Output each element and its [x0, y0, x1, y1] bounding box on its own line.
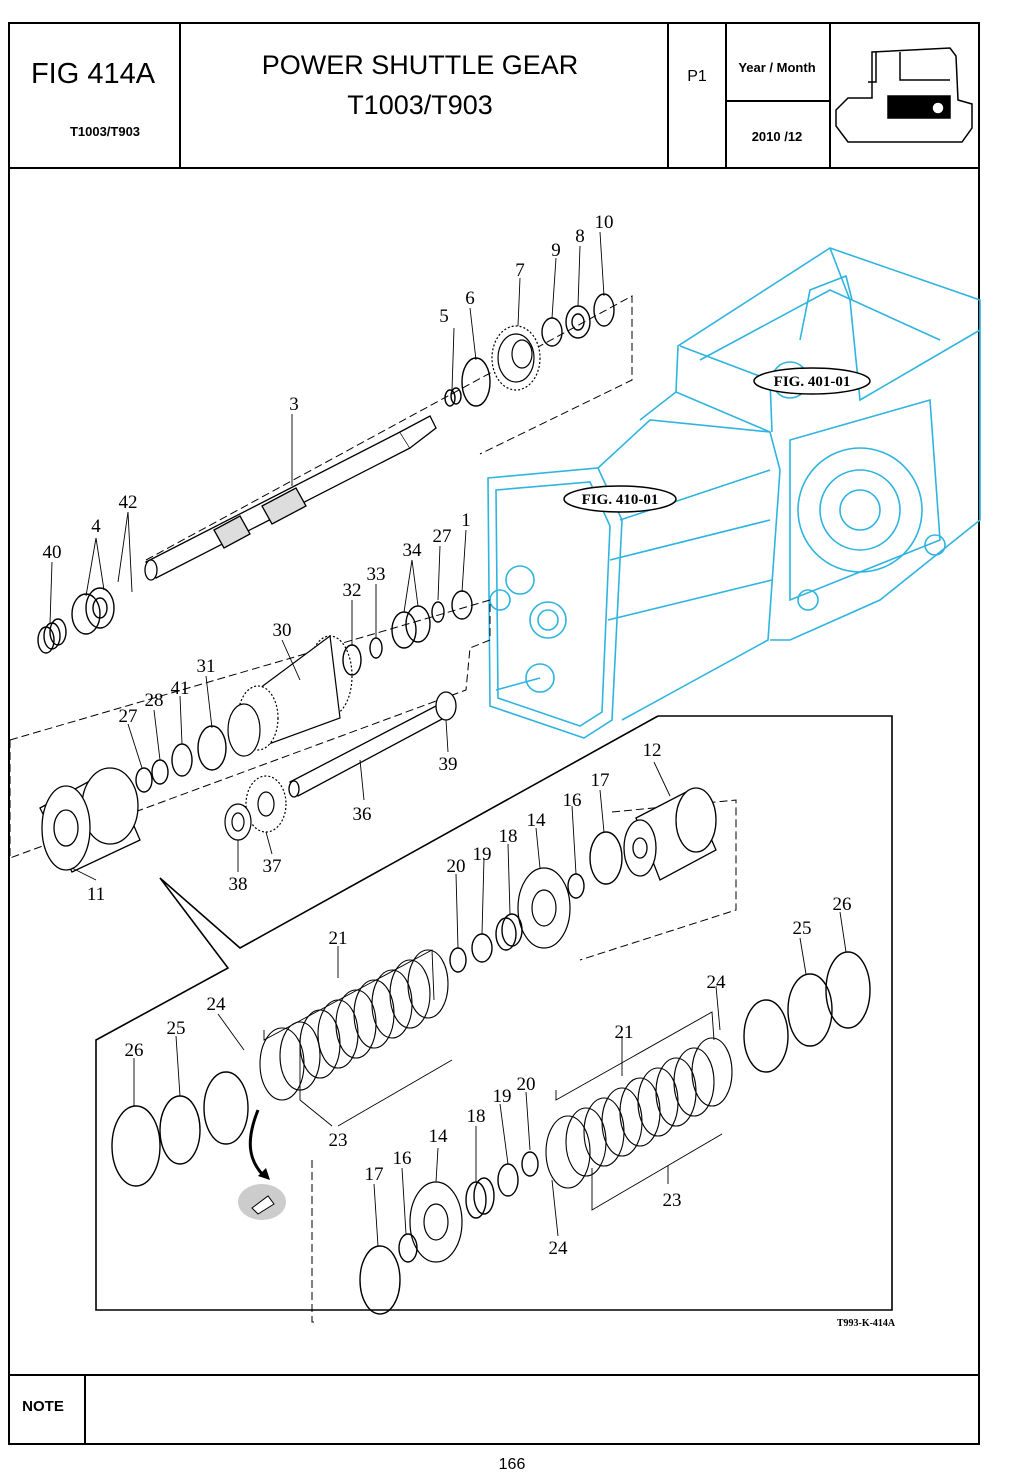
callout-31: 31: [197, 656, 216, 677]
callout-34: 34: [403, 540, 423, 561]
callout-24-lower: 24: [549, 1238, 569, 1259]
plug-detail: [238, 1109, 286, 1220]
drawing-sheet: [8, 22, 980, 1445]
callout-24-upper-left: 24: [207, 994, 227, 1015]
callout-30: 30: [273, 620, 292, 641]
callout-11: 11: [87, 884, 105, 905]
callout-5: 5: [439, 306, 449, 327]
transmission-housing: [487, 247, 981, 739]
clutch-hub-12: [623, 787, 717, 881]
callout-19-lower: 19: [493, 1086, 512, 1107]
countershaft-part: [288, 691, 457, 798]
callout-9: 9: [551, 240, 561, 261]
gear-7: [491, 325, 541, 391]
fig-401-01-label: FIG. 401-01: [774, 374, 851, 390]
callout-4: 4: [91, 516, 101, 537]
callout-10: 10: [595, 212, 614, 233]
figure-model: T1003/T903: [69, 124, 141, 139]
callout-20-lower: 20: [517, 1074, 536, 1095]
callout-26-left: 26: [125, 1040, 144, 1061]
callout-21-lower: 21: [615, 1022, 634, 1043]
callout-18-lower: 18: [467, 1106, 486, 1127]
callout-23-lower: 23: [663, 1190, 682, 1211]
gear-30: [227, 634, 353, 757]
clutch-plate-stack-lower: [545, 1037, 733, 1189]
callout-39: 39: [439, 754, 458, 775]
callout-8: 8: [575, 226, 585, 247]
callout-14-upper: 14: [527, 810, 547, 831]
year-month-label: Year / Month: [738, 60, 816, 75]
callout-17-lower: 17: [365, 1164, 384, 1185]
callout-20-upper: 20: [447, 856, 466, 877]
callout-24-upper-right: 24: [707, 972, 727, 993]
callout-41: 41: [171, 678, 190, 699]
callout-16-lower: 16: [393, 1148, 412, 1169]
callout-28: 28: [145, 690, 164, 711]
rings-and-bearings: [37, 293, 871, 1315]
callout-numbers: 1 3 4 5 6 7 8 9 10 11 12 14 14 16 16 17 …: [43, 212, 852, 1259]
note-label: NOTE: [22, 1398, 64, 1415]
callout-19-upper: 19: [473, 844, 492, 865]
clutch-drum-11: [39, 767, 141, 873]
gear-37: [245, 775, 287, 833]
callout-37: 37: [263, 856, 282, 877]
callout-33: 33: [367, 564, 386, 585]
page-subtitle: T1003/T903: [347, 90, 493, 120]
callout-25-left: 25: [167, 1018, 186, 1039]
callout-12: 12: [643, 740, 662, 761]
callout-25-right: 25: [793, 918, 812, 939]
callout-14-lower: 14: [429, 1126, 449, 1147]
callout-6: 6: [465, 288, 475, 309]
tractor-icon: [835, 47, 973, 143]
bearing-38: [224, 803, 252, 841]
callout-27-upper: 27: [433, 526, 452, 547]
callout-32: 32: [343, 580, 362, 601]
callout-23-upper: 23: [329, 1130, 348, 1151]
callout-3: 3: [289, 394, 299, 415]
callout-18-upper: 18: [499, 826, 518, 847]
callout-42: 42: [119, 492, 138, 513]
fig-401-01-reference: FIG. 401-01: [753, 367, 871, 395]
clutch-detail-frame: [95, 715, 893, 1311]
callout-40: 40: [43, 542, 62, 563]
callout-27-lower: 27: [119, 706, 138, 727]
piston-14-lower: [409, 1181, 463, 1263]
callout-16-upper: 16: [563, 790, 582, 811]
piston-14-upper: [517, 867, 571, 949]
callout-21-upper: 21: [329, 928, 348, 949]
page-number: 166: [498, 1456, 526, 1473]
clutch-plate-stack-upper: [259, 949, 449, 1101]
fig-410-01-label: FIG. 410-01: [582, 492, 659, 508]
callout-38: 38: [229, 874, 248, 895]
year-month-value: 2010 /12: [751, 129, 803, 144]
figure-code: FIG 414A: [30, 58, 156, 90]
mainshaft-part: [144, 415, 437, 581]
page-title: POWER SHUTTLE GEAR: [261, 50, 579, 80]
leader-lines: [49, 231, 847, 1247]
header-grid: [9, 23, 979, 1444]
callout-7: 7: [515, 260, 525, 281]
fig-410-01-reference: FIG. 410-01: [563, 485, 677, 513]
callout-17-upper: 17: [591, 770, 610, 791]
callout-26-right: 26: [833, 894, 852, 915]
callout-36: 36: [353, 804, 372, 825]
page-label: P1: [687, 68, 707, 85]
drawing-code: T993-K-414A: [837, 1318, 896, 1329]
callout-1: 1: [461, 510, 471, 531]
